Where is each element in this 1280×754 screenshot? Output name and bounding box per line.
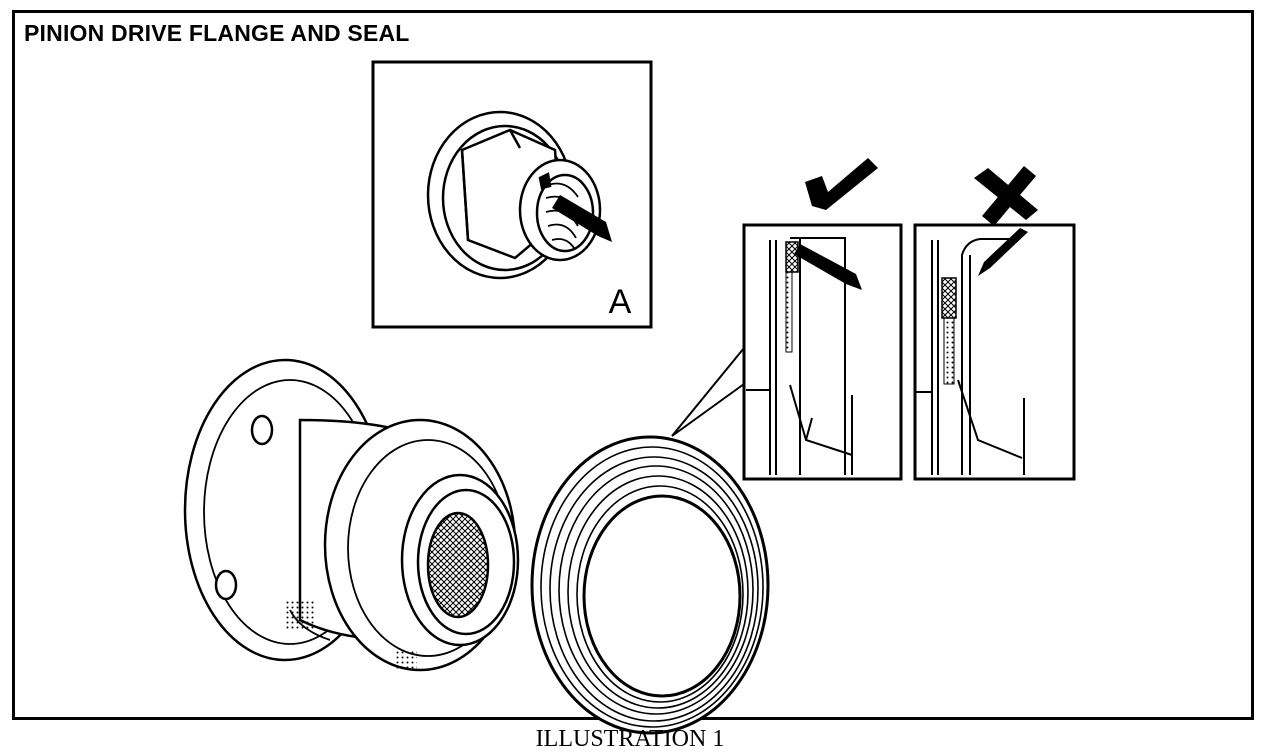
inset-a-arrow (552, 195, 612, 242)
seal-section-correct (742, 223, 903, 481)
inset-a-nut-detail: A (371, 60, 653, 329)
pinion-drive-flange (183, 358, 520, 672)
flange-bolt-hole (250, 414, 274, 446)
cross-mark-icon (974, 166, 1038, 226)
seal-section-incorrect (913, 223, 1076, 481)
callout-leader-lines (671, 347, 745, 437)
diagram-title: PINION DRIVE FLANGE AND SEAL (24, 20, 410, 46)
illustration-caption: ILLUSTRATION 1 (535, 726, 725, 752)
pinion-oil-seal (530, 435, 770, 735)
check-mark-icon (805, 158, 878, 210)
flange-nut-drawing (426, 110, 602, 280)
correct-seal-arrow (794, 244, 862, 290)
incorrect-section-box (913, 223, 1076, 481)
inset-a-label: A (609, 283, 632, 321)
flange-bolt-hole (214, 569, 238, 601)
incorrect-seal-arrow (978, 228, 1028, 276)
